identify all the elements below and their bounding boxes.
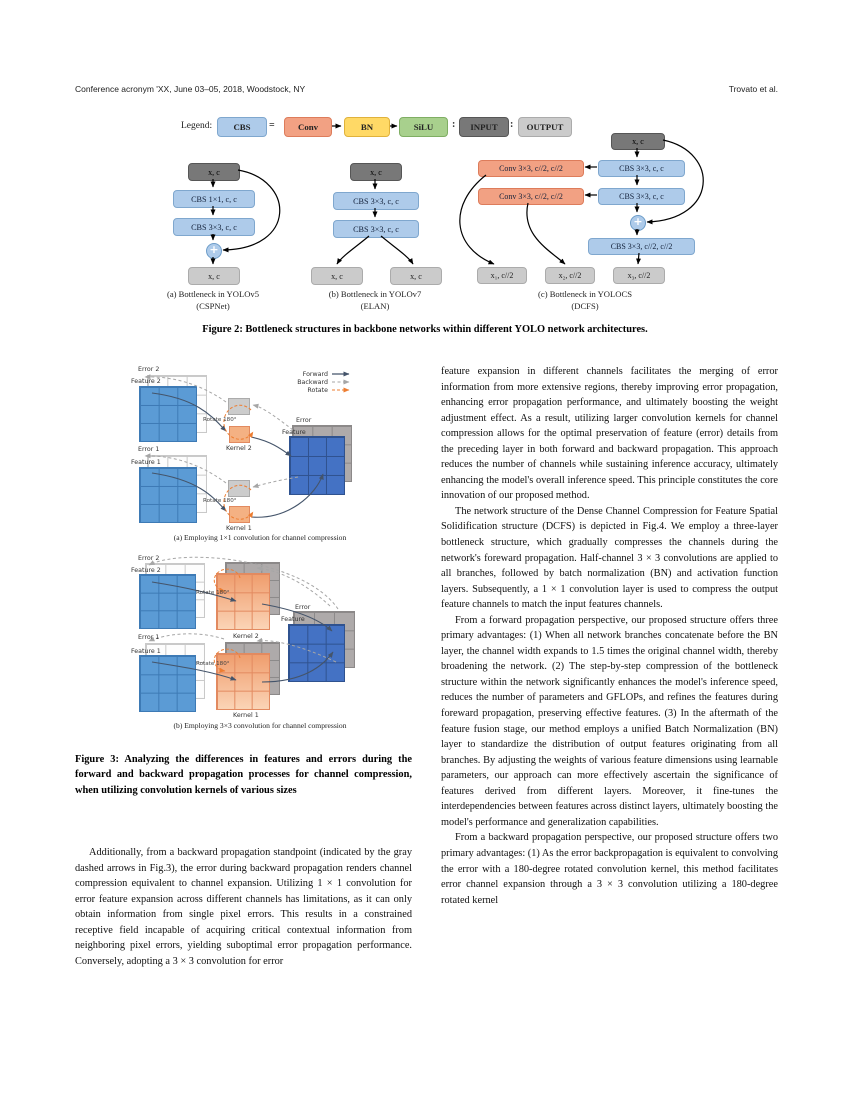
fig2-legend-equals: = (269, 120, 275, 131)
fig2b-out2-node: x, c (390, 267, 442, 285)
fig3-legend-forward-label: Forward (302, 371, 328, 378)
running-head-authors: Trovato et al. (728, 84, 778, 94)
fig2b-input-node: x, c (350, 163, 402, 181)
fig3b-kernel2-label: Kernel 2 (233, 633, 259, 640)
fig2c-caption-line2: (DCFS) (571, 300, 599, 311)
right-paragraph-4: From a backward propagation perspective,… (441, 832, 778, 906)
fig2a-caption-line1: (a) Bottleneck in YOLOv5 (166, 289, 260, 299)
fig3a-kernel1-original (228, 480, 250, 497)
fig3b-subcaption: (b) Employing 3×3 convolution for channe… (173, 721, 347, 730)
fig3-legend-samples (332, 371, 350, 393)
fig2c-cbs1-node: CBS 3×3, c, c (598, 160, 685, 177)
fig2b-out1-node: x, c (311, 267, 363, 285)
right-paragraph-2: The network structure of the Dense Chann… (441, 505, 778, 611)
fig2c-conv2-node: Conv 3×3, c//2, c//2 (478, 188, 584, 205)
fig3a-kernel1-rotated (229, 506, 250, 523)
fig2-legend-cbs-box: CBS (217, 117, 267, 137)
fig2-legend-sep1: : (452, 119, 456, 130)
figure3-caption: Figure 3: Analyzing the differences in f… (75, 754, 412, 796)
fig2-legend-sep2: : (510, 119, 514, 130)
fig2b-caption: (b) Bottleneck in YOLOv7 (ELAN) (285, 289, 465, 312)
fig2a-cbs1-node: CBS 1×1, c, c (173, 190, 255, 208)
fig2c-add-node: + (630, 215, 646, 231)
fig2c-cbs2-node: CBS 3×3, c, c (598, 188, 685, 205)
right-paragraph-3: From a forward propagation perspective, … (441, 614, 778, 828)
fig3b-error-label: Error (295, 604, 311, 611)
left-paragraph-1: Additionally, from a backward propagatio… (75, 847, 412, 967)
fig3a-rotate2-label: Rotate 180° (203, 417, 237, 423)
fig3a-feature1-label: Feature 1 (131, 459, 161, 466)
fig3b-feature-out-grid (288, 624, 345, 682)
fig3b-kernel1-rotated-grid (216, 653, 270, 710)
fig3b-feature-label: Feature (281, 616, 305, 623)
fig3b-error1-label: Error 1 (138, 634, 160, 641)
fig2a-input-node: x, c (188, 163, 240, 181)
fig3b-error2-label: Error 2 (138, 555, 160, 562)
fig2a-caption: (a) Bottleneck in YOLOv5 (CSPNet) (123, 289, 303, 312)
fig3b-kernel2-rotated-grid (216, 573, 270, 630)
fig2a-caption-line2: (CSPNet) (196, 300, 230, 311)
fig3b-rotate1-label: Rotate 180° (196, 661, 230, 667)
fig2-legend-bn-box: BN (344, 117, 390, 137)
fig3a-error1-label: Error 1 (138, 446, 160, 453)
fig3a-kernel2-rotated (229, 426, 250, 443)
fig2c-out3-node: x₃, c//2 (613, 267, 665, 284)
fig2b-cbs1-node: CBS 3×3, c, c (333, 192, 419, 210)
right-column-text: feature expansion in different channels … (441, 364, 778, 908)
fig3a-kernel1-label: Kernel 1 (226, 525, 252, 532)
fig3b-feature2-label: Feature 2 (131, 567, 161, 574)
fig3b-feature1-grid (139, 655, 196, 712)
fig3a-feature1-grid (139, 467, 197, 523)
fig2a-arrows (210, 169, 281, 265)
fig2a-cbs2-node: CBS 3×3, c, c (173, 218, 255, 236)
fig3-legend-rotate-label: Rotate (307, 387, 328, 394)
fig2c-cbs3-node: CBS 3×3, c//2, c//2 (588, 238, 695, 255)
fig2-legend-silu-box: SiLU (399, 117, 448, 137)
fig2-legend-output-box: OUTPUT (518, 117, 572, 137)
fig3a-feature-label: Feature (282, 429, 306, 436)
left-column-text: Additionally, from a backward propagatio… (75, 845, 412, 969)
fig3a-kernel2-original (228, 398, 250, 415)
fig3a-feature-out-grid (289, 436, 345, 495)
fig2c-out2-node: x₂, c//2 (545, 267, 595, 284)
fig3b-kernel1-label: Kernel 1 (233, 712, 259, 719)
fig3a-kernel2-label: Kernel 2 (226, 445, 252, 452)
fig3a-error-label: Error (296, 417, 312, 424)
fig3-legend-backward-label: Backward (297, 379, 328, 386)
fig3a-feature2-label: Feature 2 (131, 378, 161, 385)
fig2-legend-input-box: INPUT (459, 117, 509, 137)
figure2-caption: Figure 2: Bottleneck structures in backb… (202, 324, 648, 335)
fig2b-cbs2-node: CBS 3×3, c, c (333, 220, 419, 238)
running-head-conference: Conference acronym 'XX, June 03–05, 2018… (75, 84, 306, 94)
fig2a-add-node: + (206, 243, 222, 259)
fig2c-input-node: x, c (611, 133, 665, 150)
fig2b-caption-line1: (b) Bottleneck in YOLOv7 (328, 289, 422, 299)
fig3b-feature1-label: Feature 1 (131, 648, 161, 655)
fig3a-rotate1-label: Rotate 180° (203, 498, 237, 504)
fig2c-caption: (c) Bottleneck in YOLOCS (DCFS) (495, 289, 675, 312)
fig3a-error2-label: Error 2 (138, 366, 160, 373)
fig2c-out1-node: x₁, c//2 (477, 267, 527, 284)
fig2a-output-node: x, c (188, 267, 240, 285)
fig3a-subcaption: (a) Employing 1×1 convolution for channe… (173, 533, 347, 542)
fig2-legend-conv-box: Conv (284, 117, 332, 137)
right-paragraph-1: feature expansion in different channels … (441, 366, 778, 502)
fig2-legend-label: Legend: (181, 121, 213, 131)
fig2c-conv1-node: Conv 3×3, c//2, c//2 (478, 160, 584, 177)
fig3b-rotate2-label: Rotate 180° (196, 590, 230, 596)
fig2b-caption-line2: (ELAN) (360, 300, 390, 311)
fig3b-feature2-grid (139, 574, 196, 629)
fig3a-feature2-grid (139, 386, 197, 442)
fig2c-caption-line1: (c) Bottleneck in YOLOCS (538, 289, 632, 299)
